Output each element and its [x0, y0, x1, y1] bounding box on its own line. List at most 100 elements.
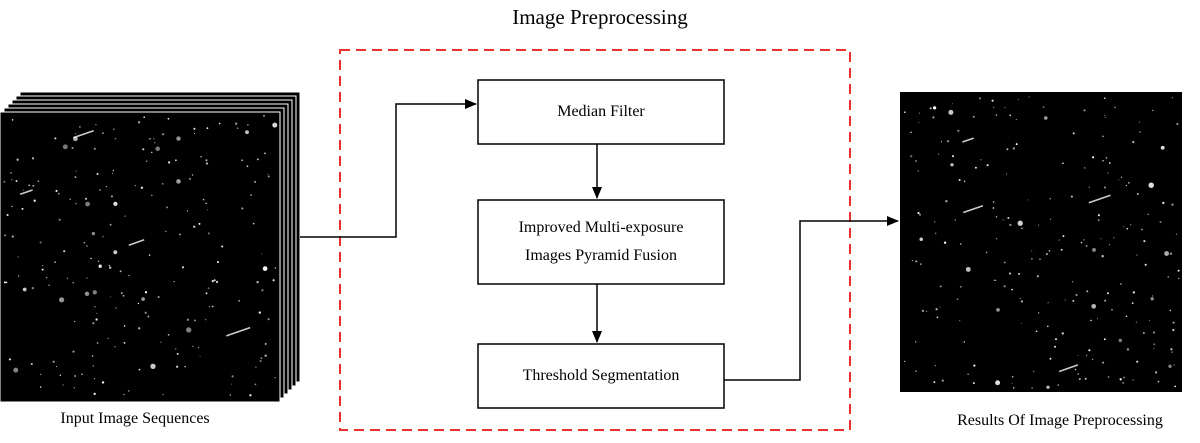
star-dot [1150, 297, 1154, 301]
star-dot [267, 318, 270, 321]
star-streak [128, 239, 145, 246]
star-dot [948, 109, 954, 115]
star-dot [1100, 238, 1102, 240]
star-dot [92, 290, 97, 295]
star-dot [934, 364, 937, 367]
star-dot [147, 315, 150, 318]
pyramid-fusion-box [477, 199, 725, 285]
star-dot [1170, 348, 1173, 351]
star-dot [991, 99, 994, 102]
star-dot [986, 164, 989, 167]
star-dot [959, 285, 962, 288]
star-dot [247, 124, 249, 126]
star-dot [193, 132, 196, 135]
star-dot [1167, 276, 1169, 278]
star-dot [1126, 348, 1130, 351]
star-dot [1054, 338, 1058, 341]
input-image-stack [0, 91, 301, 403]
star-dot [207, 287, 210, 290]
star-dot [94, 305, 96, 308]
star-dot [199, 356, 201, 357]
star-dot [200, 155, 202, 158]
star-dot [102, 132, 104, 134]
star-dot [929, 107, 932, 110]
star-dot [162, 183, 164, 185]
star-dot [1031, 250, 1033, 252]
star-dot [1083, 167, 1086, 169]
star-dot [1033, 370, 1035, 373]
star-dot [55, 189, 58, 192]
star-dot [37, 180, 40, 183]
star-dot [205, 162, 209, 165]
star-dot [1074, 368, 1077, 371]
star-dot [264, 152, 266, 155]
star-dot [956, 298, 959, 301]
star-dot [231, 375, 234, 378]
star-streak [962, 137, 974, 143]
star-streak [1088, 194, 1111, 204]
star-dot [917, 170, 919, 172]
star-dot [972, 115, 975, 118]
star-dot [1143, 240, 1146, 243]
star-dot [205, 159, 208, 162]
star-dot [11, 235, 14, 238]
star-dot [1046, 325, 1049, 328]
star-dot [1103, 186, 1107, 189]
threshold-to-output-arrow [724, 216, 899, 381]
star-dot [1168, 364, 1172, 368]
star-dot [1104, 115, 1106, 117]
star-dot [1015, 118, 1017, 121]
diagram-title: Image Preprocessing [512, 5, 688, 29]
star-dot [1007, 216, 1010, 220]
star-dot [1062, 235, 1065, 238]
star-dot [174, 348, 177, 350]
star-dot [1152, 109, 1154, 112]
star-dot [208, 306, 211, 308]
star-dot [934, 221, 936, 223]
star-dot [21, 207, 24, 210]
star-dot [86, 277, 88, 279]
star-dot [213, 279, 216, 282]
star-dot [1042, 106, 1045, 108]
star-dot [101, 381, 105, 384]
star-dot [1108, 244, 1110, 246]
star-dot [32, 184, 35, 187]
star-dot [173, 280, 175, 283]
star-dot [148, 254, 151, 256]
star-dot [59, 297, 65, 303]
star-dot [205, 292, 208, 295]
star-dot [110, 195, 114, 198]
input-image-front [0, 111, 281, 403]
star-dot [958, 178, 961, 182]
star-streak [1058, 364, 1079, 373]
star-dot [63, 250, 66, 253]
star-dot [1060, 248, 1063, 251]
star-dot [903, 360, 906, 363]
star-dot [1177, 269, 1180, 272]
star-dot [974, 166, 977, 169]
input-caption: Input Image Sequences [60, 410, 210, 427]
threshold-segmentation-label: Threshold Segmentation [522, 367, 680, 384]
star-dot [111, 172, 114, 174]
star-dot [1072, 299, 1075, 302]
median-filter-label: Median Filter [557, 103, 645, 120]
star-dot [176, 352, 179, 355]
star-dot [1061, 332, 1065, 335]
star-dot [1123, 376, 1125, 379]
star-dot [1009, 114, 1012, 117]
star-dot [93, 147, 96, 150]
star-dot [992, 207, 995, 209]
star-dot [915, 370, 917, 372]
star-dot [73, 387, 75, 389]
star-dot [951, 103, 953, 105]
star-dot [28, 184, 30, 186]
star-dot [1174, 385, 1177, 388]
star-dot [91, 231, 96, 236]
star-dot [134, 185, 136, 187]
star-dot [113, 128, 115, 130]
star-dot [1126, 227, 1129, 230]
star-dot [1031, 257, 1033, 260]
star-dot [98, 264, 102, 268]
star-dot [123, 325, 126, 327]
star-dot [910, 131, 912, 134]
